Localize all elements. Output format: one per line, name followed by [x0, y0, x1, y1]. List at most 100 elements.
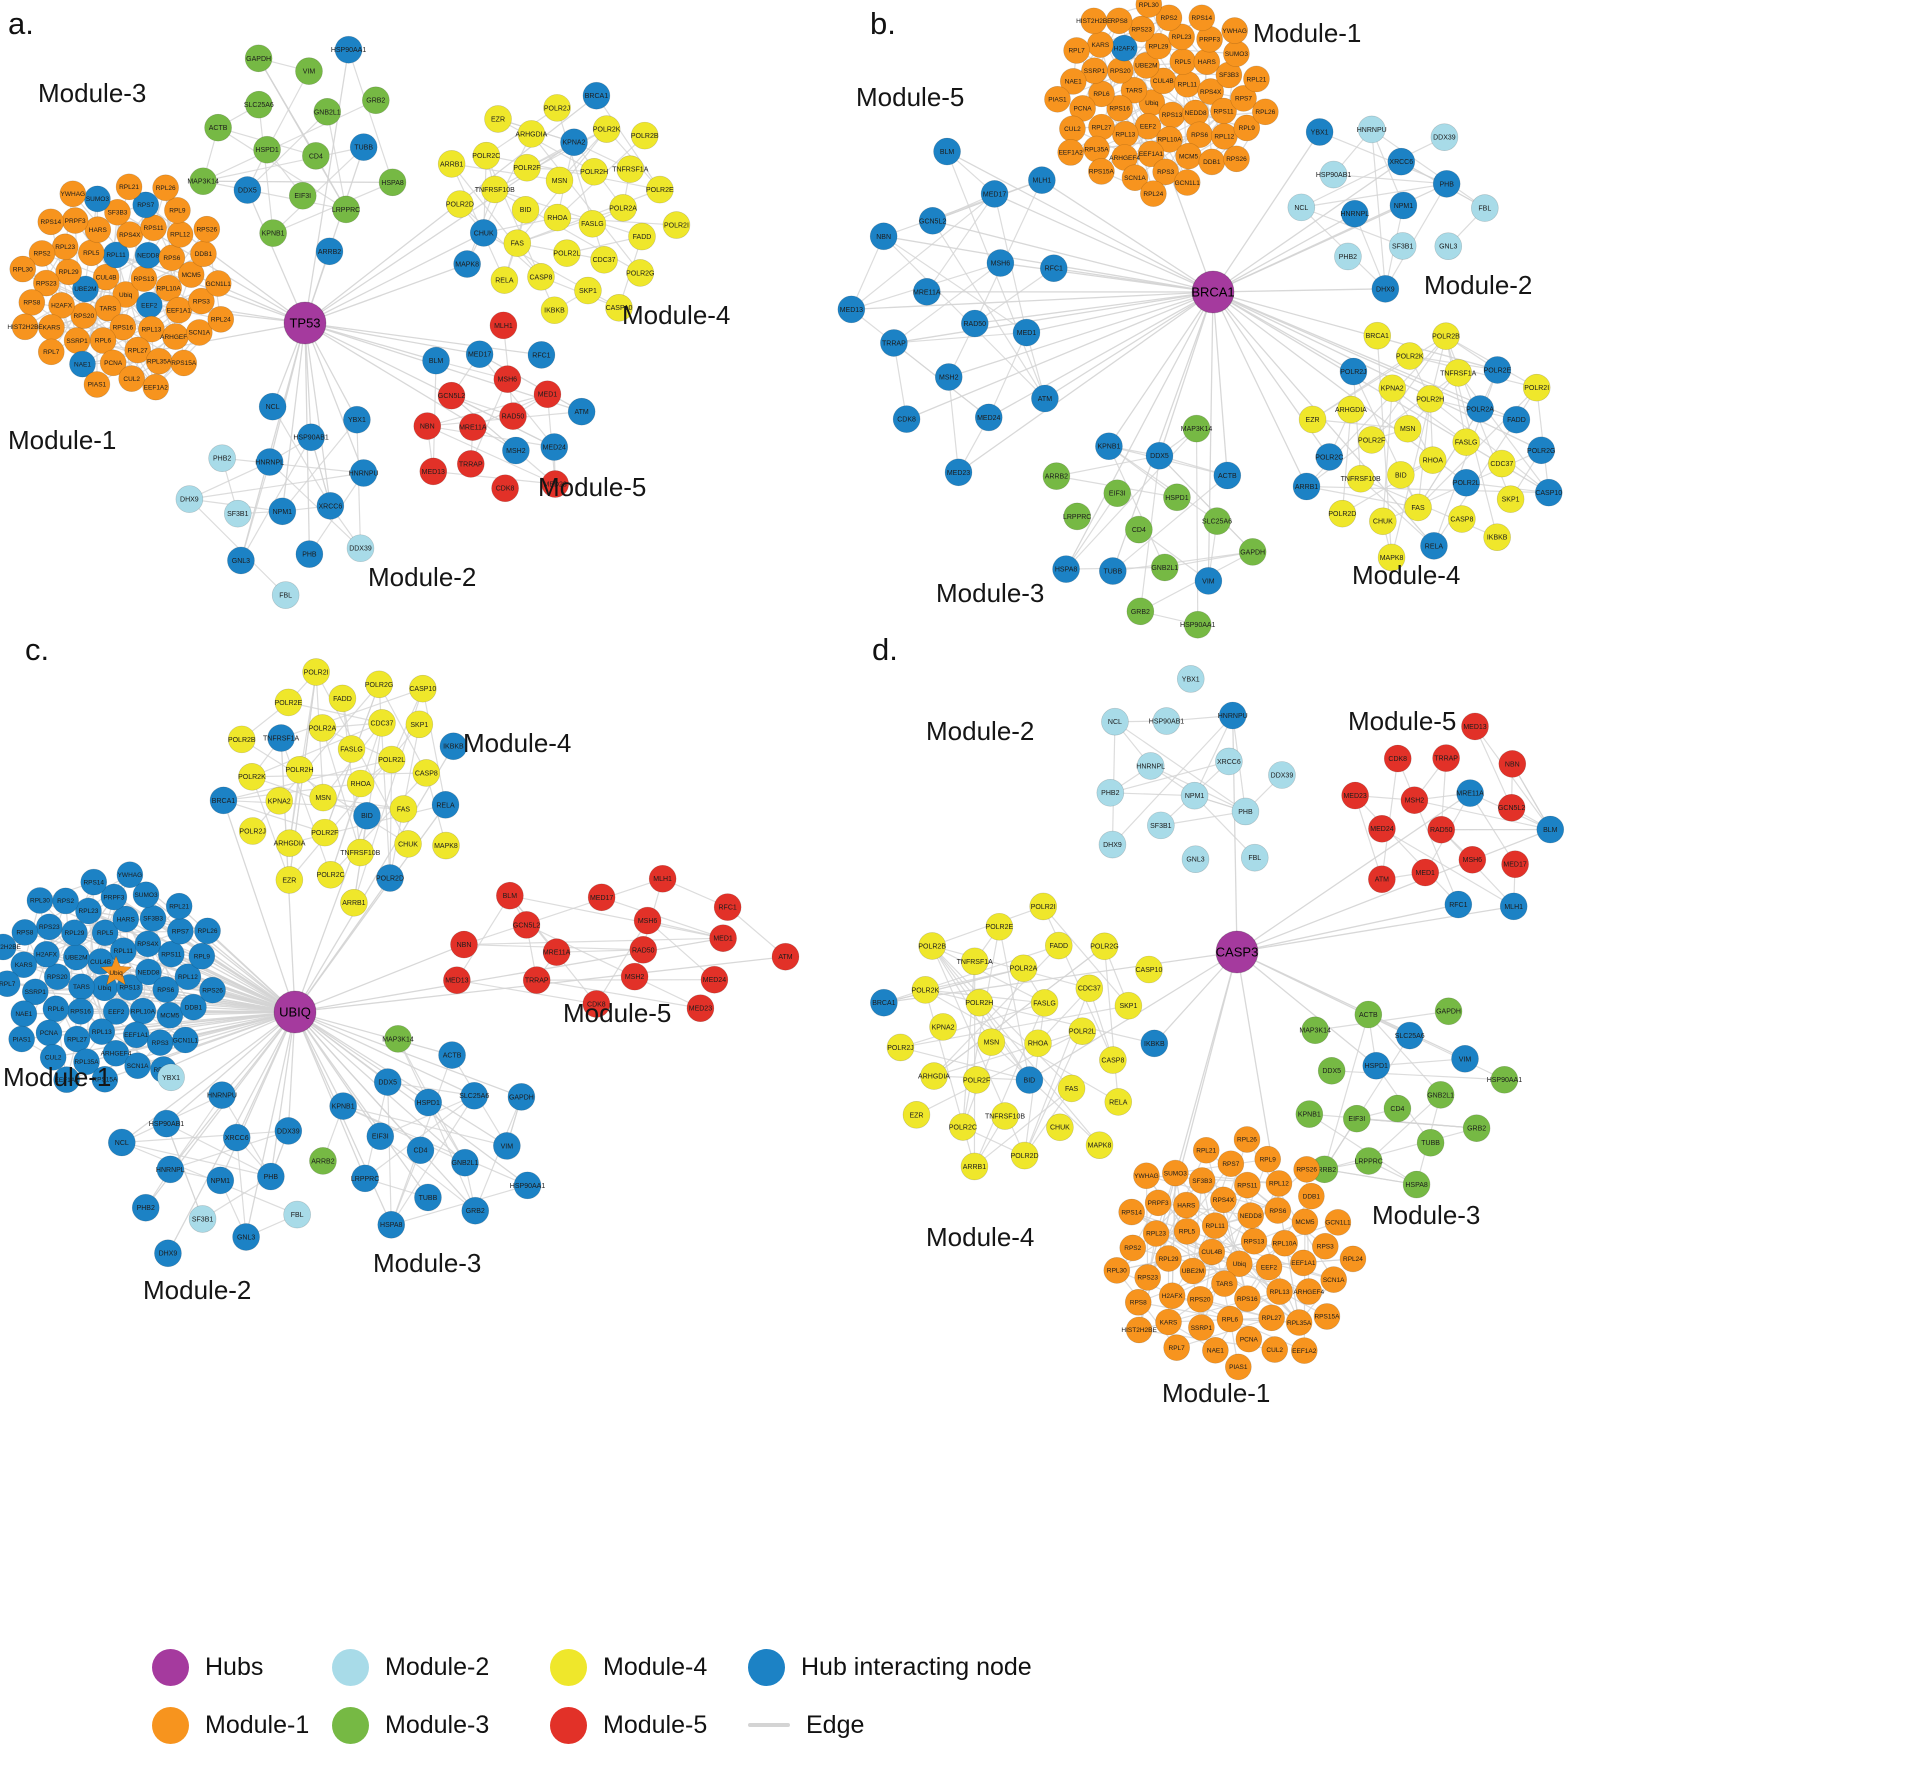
- node-label: LRPPRC: [1063, 514, 1091, 521]
- module-node: [489, 311, 518, 340]
- node-label: RPL9: [1260, 1156, 1277, 1163]
- hub-edge: [946, 150, 1214, 293]
- node-label: EEF1A2: [1059, 150, 1084, 157]
- node-label: RHOA: [1028, 1041, 1049, 1048]
- legend-label: Hubs: [205, 1652, 264, 1681]
- module-node: [633, 906, 662, 935]
- node-label: PHB2: [137, 1205, 155, 1212]
- node-label: RPS14: [1121, 1209, 1142, 1216]
- edge: [1159, 455, 1254, 553]
- node-label: GAPDH: [1240, 549, 1265, 556]
- module-label: Module-5: [563, 998, 671, 1028]
- node-label: SCN1A: [1323, 1277, 1345, 1284]
- hub-edge: [222, 800, 296, 1013]
- module-node: [991, 1102, 1019, 1130]
- module-label: Module-1: [3, 1062, 111, 1092]
- node-label: MED23: [947, 470, 970, 477]
- module-node: [771, 942, 800, 971]
- edge: [900, 1046, 1030, 1081]
- hub-edge: [1236, 951, 1377, 1067]
- hub-interacting-node: [80, 868, 108, 896]
- hub-interacting-node: [1031, 384, 1059, 413]
- edge: [1352, 371, 1362, 479]
- edge: [893, 262, 1001, 344]
- node-label: POLR2G: [1527, 448, 1555, 455]
- node-label: TRRAP: [1434, 756, 1458, 763]
- edge: [342, 1105, 466, 1164]
- node-label: DDB1: [185, 1004, 203, 1011]
- module-node: [188, 1205, 217, 1233]
- node-label: HARS: [1177, 1202, 1196, 1209]
- node-label: RPS8: [1111, 18, 1128, 25]
- module-label: Module-2: [926, 716, 1034, 746]
- node-label: FADD: [1507, 417, 1526, 424]
- node-label: RPL13: [1115, 131, 1135, 138]
- node-label: XRCC6: [319, 503, 343, 510]
- node-label: NPM1: [211, 1178, 231, 1185]
- hub-interacting-node: [102, 998, 130, 1025]
- module-node: [432, 831, 460, 860]
- node-label: RPL13: [1270, 1289, 1290, 1296]
- node-label: PCNA: [104, 360, 123, 367]
- module-node: [1188, 1314, 1215, 1341]
- hub-interacting-node: [255, 448, 284, 476]
- node-label: POLR2B: [228, 737, 256, 744]
- node-label: RPS26: [196, 226, 217, 233]
- node-label: POLR2F: [513, 165, 540, 172]
- node-label: KPNA2: [268, 798, 291, 805]
- hub-edge: [906, 291, 1214, 420]
- hub-interacting-node: [892, 405, 921, 433]
- module-node: [960, 1152, 989, 1181]
- module-label: Module-2: [368, 562, 476, 592]
- edge: [1110, 792, 1195, 797]
- edge: [326, 111, 347, 210]
- node-label: RPL23: [1172, 34, 1192, 41]
- hub-edge: [304, 232, 485, 324]
- node-label: EEF1A1: [1291, 1260, 1316, 1267]
- node-label: MED17: [590, 895, 613, 902]
- node-label: RPL6: [1222, 1316, 1239, 1323]
- node-label: CUL2: [1266, 1347, 1283, 1354]
- legend-label: Module-3: [385, 1710, 490, 1739]
- node-label: CHUK: [1373, 519, 1393, 526]
- node-label: HIST2H2BE: [0, 944, 22, 951]
- hub-interacting-node: [1536, 815, 1565, 844]
- edge: [1414, 799, 1551, 831]
- hub-edge: [1207, 291, 1214, 581]
- edge: [1138, 1301, 1231, 1320]
- node-label: GRB2: [466, 1208, 485, 1215]
- edge: [236, 1137, 247, 1238]
- hub-interacting-node: [1194, 567, 1223, 595]
- module-node: [170, 349, 198, 377]
- node-label: RPS6: [163, 255, 180, 262]
- module-node: [118, 365, 146, 392]
- hub-interacting-node: [353, 801, 381, 830]
- node-label: RPL30: [13, 266, 33, 273]
- edge: [1384, 183, 1448, 290]
- node-label: BLM: [503, 893, 518, 900]
- node-label: TNFRSF10B: [985, 1114, 1025, 1121]
- hub-interacting-node: [157, 940, 185, 968]
- edge: [281, 419, 358, 512]
- node-label: NEDD8: [137, 253, 159, 260]
- node-label: GNB2L1: [1427, 1092, 1454, 1099]
- node-label: RPS20: [73, 313, 94, 320]
- node-label: MED1: [538, 392, 558, 399]
- nodes-layer: RAD50MRE11AMSH6MSH2GCN5L2MED1TRRAPMED17M…: [837, 0, 1563, 639]
- edge: [998, 926, 1030, 1081]
- edge: [931, 945, 1100, 1146]
- module-node: [1490, 1065, 1519, 1094]
- node-label: RPL11: [114, 948, 134, 955]
- node-label: RPS20: [1190, 1297, 1211, 1304]
- hub-edge: [294, 745, 454, 1013]
- module-node: [1075, 974, 1104, 1003]
- module-node: [1180, 781, 1209, 810]
- node-label: RPS16: [113, 324, 134, 331]
- node-label: NEDD8: [1240, 1213, 1262, 1220]
- hub-interacting-node: [156, 1155, 185, 1184]
- edge: [342, 1105, 528, 1186]
- hub-edge: [294, 1011, 528, 1186]
- node-label: MLH1: [494, 323, 513, 330]
- node-label: RELA: [1425, 543, 1444, 550]
- module-node: [1271, 1229, 1298, 1257]
